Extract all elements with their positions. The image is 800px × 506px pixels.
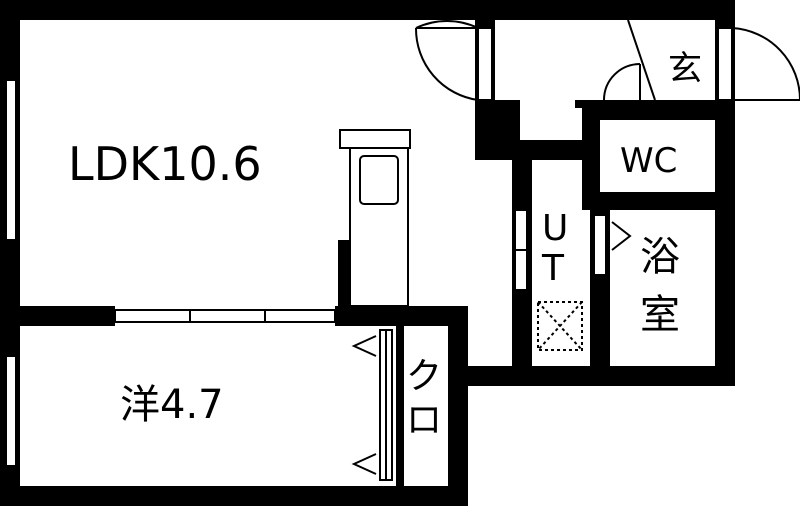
folding-door-marker-bottom — [351, 453, 377, 475]
bath-door-marker — [611, 221, 632, 251]
front-door-leaf — [717, 27, 733, 101]
wc-label: WC — [620, 141, 677, 181]
hall-door-leaf — [477, 27, 493, 101]
wall-wc-left — [582, 100, 600, 210]
entrance-step-edge — [655, 100, 715, 103]
windows — [5, 79, 17, 467]
wall-wc-bottom — [582, 192, 735, 210]
wall-top-ldk — [0, 0, 480, 20]
wall-ldk-bedroom — [0, 306, 115, 326]
shoebox-door-swing-icon — [603, 63, 641, 101]
closet-inner-wall — [396, 326, 404, 486]
entrance-doors[interactable] — [414, 19, 800, 103]
bath-text-char: 浴 — [640, 234, 680, 280]
closet-text-char: ロ — [406, 400, 442, 441]
closet-label: クロ — [406, 356, 442, 441]
wet-area — [514, 209, 632, 351]
window-bedroom-left — [5, 355, 17, 467]
bath-label: 浴室 — [640, 234, 680, 338]
wall-entrance-step — [575, 100, 635, 108]
front-door-swing-icon — [731, 27, 800, 100]
hall-door-swing-icon — [415, 19, 479, 29]
ut-text-char: U — [542, 208, 568, 249]
sliding-panel-3 — [264, 309, 336, 323]
bath-door-leaf[interactable] — [593, 214, 607, 276]
sliding-door-ldk-bedroom[interactable] — [114, 309, 336, 323]
entrance-label: 玄 — [668, 49, 702, 89]
closet-text-char: ク — [406, 356, 442, 397]
kitchen-sink-icon — [359, 155, 399, 205]
wall-ldk-bedroom-right — [335, 306, 468, 326]
wall-bottom — [0, 486, 468, 506]
ldk-label: LDK10.6 — [68, 137, 262, 191]
bath-text-char: 室 — [640, 292, 680, 338]
kitchen-counter-top — [339, 129, 411, 149]
folding-door-marker-top — [351, 335, 377, 357]
wall-right-bedroom — [448, 310, 468, 506]
sliding-panel-1 — [114, 309, 191, 323]
ut-text-char: T — [541, 248, 565, 289]
kitchen — [339, 129, 411, 307]
closet-doors[interactable] — [351, 326, 404, 486]
western-room-label: 洋4.7 — [120, 382, 224, 428]
wall-top-entrance — [475, 0, 735, 20]
sliding-panel-2 — [189, 309, 266, 323]
window-ldk-left — [5, 79, 17, 241]
